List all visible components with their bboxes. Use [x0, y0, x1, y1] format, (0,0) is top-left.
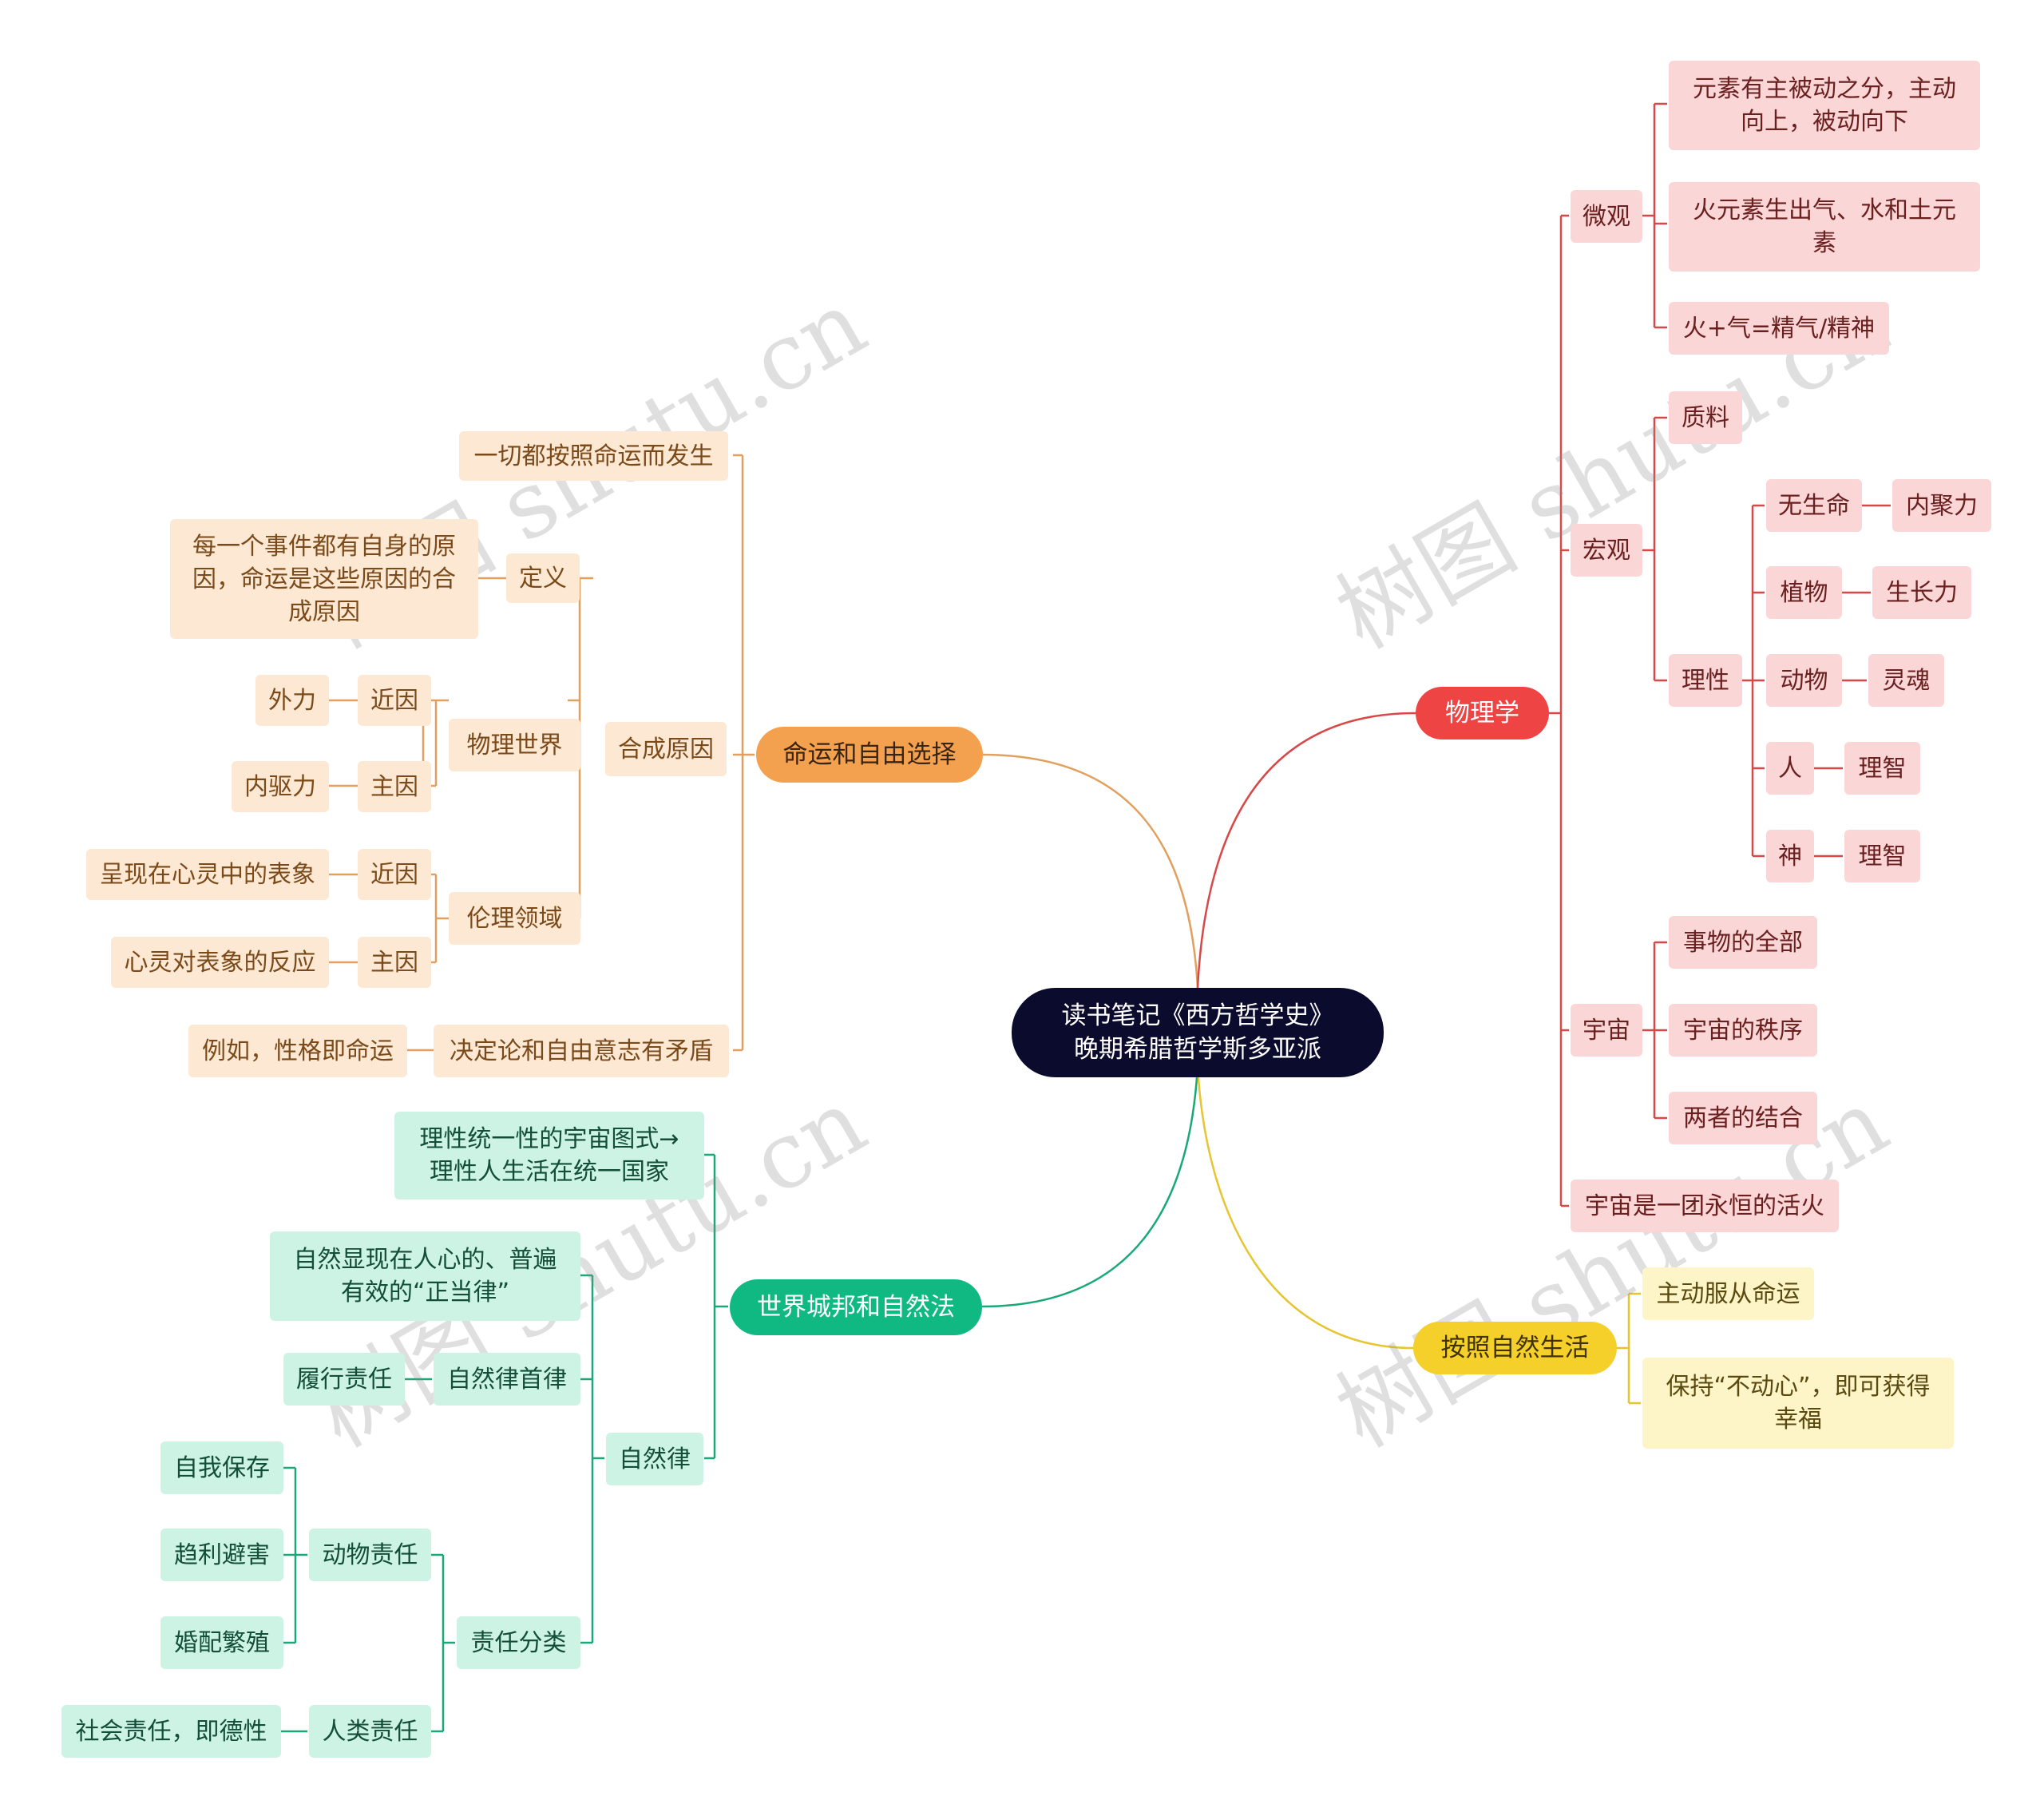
node-natural-law-text[interactable]: 自然显现在人心的、普遍有效的“正当律”: [270, 1231, 580, 1321]
edge-physics-micro: [1642, 102, 1667, 329]
edge-root-fate: [981, 753, 1199, 989]
node-universe[interactable]: 宇宙: [1571, 1004, 1642, 1057]
node-physical-world[interactable]: 物理世界: [449, 719, 580, 771]
node-micro[interactable]: 微观: [1571, 190, 1642, 243]
node-nature-item-1[interactable]: 主动服从命运: [1642, 1267, 1814, 1320]
node-natural-law[interactable]: 自然律: [606, 1433, 703, 1485]
node-human-duty[interactable]: 人类责任: [309, 1705, 431, 1758]
branch-world[interactable]: 世界城邦和自然法: [730, 1279, 982, 1335]
edge-nature: [1617, 1292, 1641, 1405]
node-macro[interactable]: 宏观: [1571, 524, 1642, 577]
edge-world-natlaw: [580, 1274, 604, 1644]
node-reason-right-5[interactable]: 理智: [1844, 830, 1920, 882]
node-internal-drive[interactable]: 内驱力: [232, 761, 329, 812]
node-animal-duty[interactable]: 动物责任: [309, 1529, 431, 1581]
node-first-law[interactable]: 自然律首律: [434, 1353, 580, 1406]
node-fulfill-duty[interactable]: 履行责任: [283, 1353, 405, 1406]
node-example[interactable]: 例如，性格即命运: [188, 1025, 407, 1077]
node-animal-item-3[interactable]: 婚配繁殖: [160, 1616, 283, 1669]
edge-physics-trunk: [1549, 214, 1569, 1207]
branch-physics[interactable]: 物理学: [1416, 687, 1549, 739]
edge-world-trunk: [704, 1153, 728, 1460]
node-reason-left-4[interactable]: 人: [1766, 742, 1814, 795]
edge-fate-leaves: [329, 699, 434, 1052]
edge-physics-reason: [1741, 504, 1765, 858]
edge-root-world: [981, 1065, 1199, 1308]
node-reason-left-1[interactable]: 无生命: [1766, 479, 1862, 532]
node-cosmos-pattern[interactable]: 理性统一性的宇宙图式→理性人生活在统一国家: [394, 1112, 704, 1199]
node-universe-item-2[interactable]: 宇宙的秩序: [1669, 1004, 1817, 1057]
node-eternal-fire[interactable]: 宇宙是一团永恒的活火: [1571, 1180, 1839, 1232]
node-animal-item-2[interactable]: 趋利避害: [160, 1529, 283, 1581]
node-contradiction[interactable]: 决定论和自由意志有矛盾: [434, 1025, 729, 1077]
branch-nature[interactable]: 按照自然生活: [1413, 1322, 1617, 1374]
node-definition-text[interactable]: 每一个事件都有自身的原因，命运是这些原因的合成原因: [170, 519, 478, 639]
node-ethical-domain[interactable]: 伦理领域: [449, 892, 580, 945]
root-title-line1: 读书笔记《西方哲学史》: [1061, 1001, 1334, 1030]
node-reason-right-4[interactable]: 理智: [1844, 742, 1920, 795]
node-mind-image[interactable]: 呈现在心灵中的表象: [86, 849, 329, 900]
edge-physics-macro: [1642, 416, 1667, 682]
edge-root-nature: [1196, 1065, 1414, 1350]
node-reason-left-2[interactable]: 植物: [1766, 566, 1842, 619]
node-reason-right-1[interactable]: 内聚力: [1892, 479, 1991, 532]
root-node[interactable]: 读书笔记《西方哲学史》 晚期希腊哲学斯多亚派: [1012, 988, 1384, 1077]
node-nature-item-2[interactable]: 保持“不动心”，即可获得幸福: [1642, 1358, 1954, 1449]
node-reason-left-5[interactable]: 神: [1766, 830, 1814, 882]
node-universe-item-3[interactable]: 两者的结合: [1669, 1092, 1817, 1144]
node-reason-right-3[interactable]: 灵魂: [1868, 654, 1944, 707]
edge-fate-ethical: [423, 873, 449, 964]
node-all-by-fate[interactable]: 一切都按照命运而发生: [459, 431, 728, 481]
node-composite-cause[interactable]: 合成原因: [605, 722, 727, 776]
node-micro-item-2[interactable]: 火元素生出气、水和土元素: [1669, 182, 1980, 272]
node-proximate-cause-ethical[interactable]: 近因: [358, 849, 431, 900]
node-external-force[interactable]: 外力: [256, 675, 329, 726]
node-universe-item-1[interactable]: 事物的全部: [1669, 916, 1817, 969]
node-animal-item-1[interactable]: 自我保存: [160, 1441, 283, 1494]
node-micro-item-3[interactable]: 火+气=精气/精神: [1669, 302, 1889, 355]
node-proximate-cause-physical[interactable]: 近因: [358, 675, 431, 726]
node-definition[interactable]: 定义: [506, 553, 580, 603]
node-reason[interactable]: 理性: [1669, 654, 1742, 707]
edge-physics-universe: [1642, 941, 1667, 1120]
node-main-cause-ethical[interactable]: 主因: [358, 937, 431, 988]
edge-fate-trunk: [733, 454, 755, 1052]
node-social-duty[interactable]: 社会责任，即德性: [61, 1705, 281, 1758]
node-reason-right-2[interactable]: 生长力: [1872, 566, 1971, 619]
edge-world-animal: [283, 1466, 307, 1644]
node-matter[interactable]: 质料: [1669, 391, 1742, 444]
branch-fate[interactable]: 命运和自由选择: [756, 727, 983, 783]
edge-root-physics: [1196, 712, 1416, 989]
edge-world-duty: [431, 1553, 455, 1733]
root-title-line2: 晚期希腊哲学斯多亚派: [1074, 1035, 1321, 1064]
edge-physics-pairs: [1812, 504, 1891, 858]
node-reason-left-3[interactable]: 动物: [1766, 654, 1842, 707]
node-mind-reaction[interactable]: 心灵对表象的反应: [111, 937, 329, 988]
node-duty-types[interactable]: 责任分类: [457, 1616, 580, 1669]
node-main-cause-physical[interactable]: 主因: [358, 761, 431, 812]
node-micro-item-1[interactable]: 元素有主被动之分，主动向上，被动向下: [1669, 61, 1980, 150]
